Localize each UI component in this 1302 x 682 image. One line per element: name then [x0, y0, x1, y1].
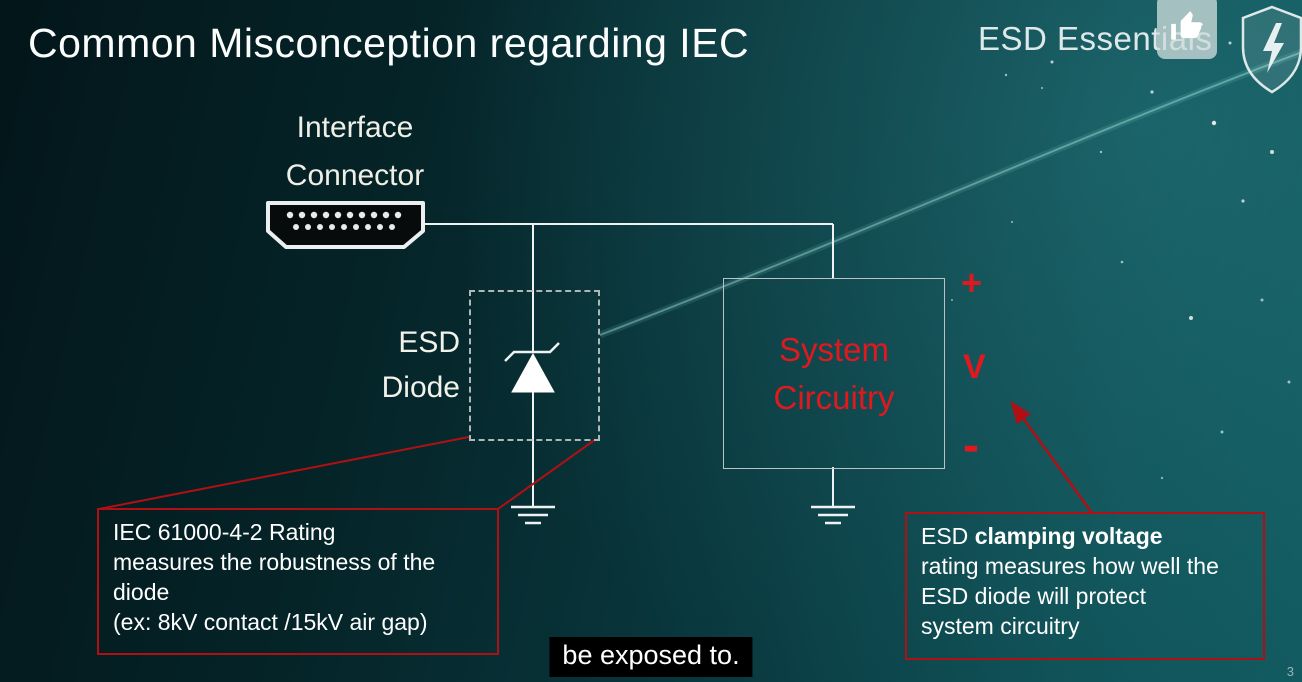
thumbs-up-icon[interactable]	[1157, 0, 1217, 59]
polarity-plus: +	[961, 262, 983, 303]
interface-connector-label-line1: Interface	[296, 111, 414, 144]
light-streak-glow	[598, 48, 1302, 339]
clamping-voltage-arrow	[1010, 400, 1094, 514]
callout-connector-lines	[98, 436, 597, 510]
shield-glyph	[1241, 5, 1302, 94]
hdmi-connector-icon	[266, 201, 425, 249]
clamping-line2: rating measures how well the	[921, 552, 1219, 579]
clamping-voltage-callout: ESD clamping voltage rating measures how…	[905, 512, 1265, 660]
ground-symbol-left	[511, 505, 555, 525]
page-number: 3	[1286, 664, 1294, 679]
ground-symbol-right	[811, 505, 855, 525]
clamping-line1-bold: clamping voltage	[974, 523, 1163, 549]
star-dots	[950, 41, 1291, 480]
polarity-minus: -	[963, 419, 979, 472]
clamping-line1-prefix: ESD	[921, 523, 975, 549]
video-caption: be exposed to.	[549, 637, 753, 677]
polarity-voltage: V	[963, 348, 986, 386]
shield-icon	[1241, 5, 1302, 95]
system-circuitry-label-line2: Circuitry	[773, 378, 895, 416]
esd-diode-label-line1: ESD	[398, 326, 460, 359]
esd-diode-dashed-box	[469, 290, 600, 441]
iec-rating-callout: IEC 61000-4-2 Rating measures the robust…	[97, 508, 499, 655]
interface-connector-label-line2: Connector	[285, 159, 425, 192]
clamping-line1: ESD clamping voltage	[921, 522, 1249, 552]
slide-title: Common Misconception regarding IEC	[28, 20, 750, 66]
iec-rating-line1: IEC 61000-4-2 Rating	[113, 519, 336, 545]
interface-connector-label: Interface Connector	[238, 104, 472, 200]
esd-diode-label: ESD Diode	[360, 320, 460, 410]
clamping-line3: ESD diode will protect	[921, 582, 1146, 609]
light-streak	[599, 51, 1302, 336]
esd-diode-label-line2: Diode	[381, 371, 460, 404]
thumbs-up-glyph	[1171, 11, 1203, 40]
iec-rating-line3: diode	[113, 578, 170, 605]
clamping-line4: system circuitry	[921, 612, 1080, 639]
iec-rating-line2: measures the robustness of the	[113, 548, 436, 575]
system-circuitry-label-line1: System	[778, 330, 890, 368]
system-circuitry-box: System Circuitry	[723, 278, 945, 469]
iec-rating-line4: (ex: 8kV contact /15kV air gap)	[113, 608, 428, 635]
